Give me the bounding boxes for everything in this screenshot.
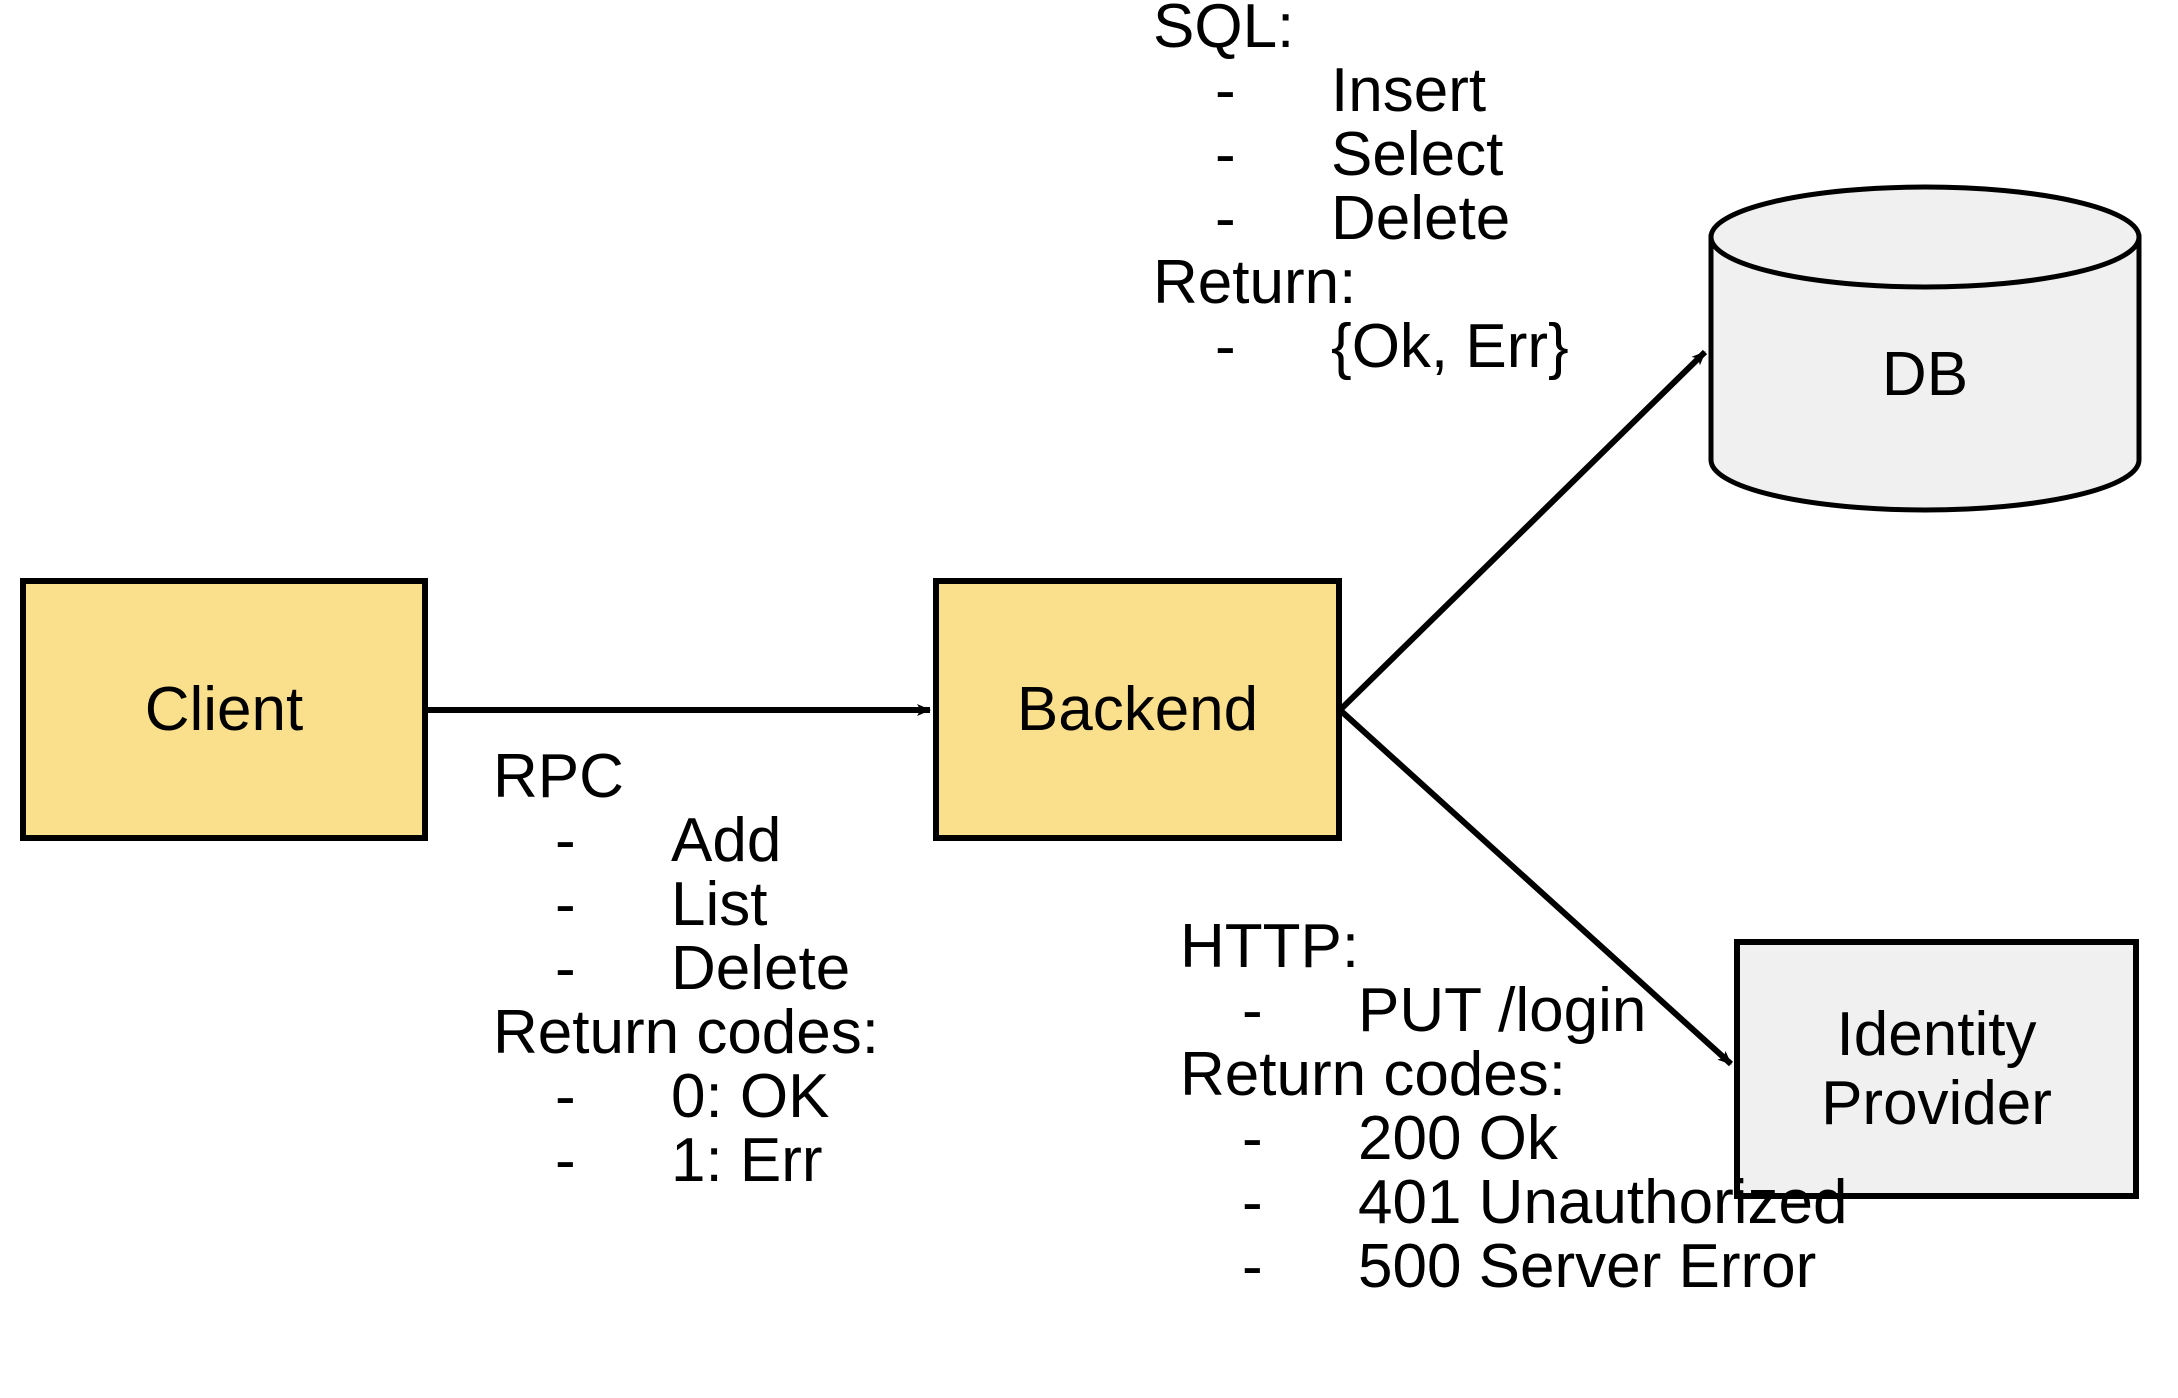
annotation-http-subitem: . - 200 Ok [1180, 1107, 1566, 1171]
annotation-http-item: . - PUT /login [1180, 976, 1646, 1045]
annotation-http-subitem: . - 500 Server Error [1180, 1232, 1816, 1301]
annotation-sql-item: . - Delete [1153, 184, 1510, 253]
annotation-http-subitem-label: 401 Unauthorized [1358, 1168, 1848, 1237]
annotation-rpc-subheading: Return codes: [493, 998, 879, 1067]
annotation-rpc-subitem-label: 0: OK [671, 1062, 830, 1131]
annotation-sql-subitem: . - {Ok, Err} [1153, 312, 1569, 381]
annotation-rpc-item: . - Add [493, 809, 879, 873]
node-identity-provider-shape[interactable] [1734, 939, 2139, 1199]
annotation-sql-item-label: Insert [1331, 56, 1487, 125]
bullet-dash-icon: - [555, 806, 576, 875]
bullet-dash-icon: - [1215, 184, 1236, 253]
bullet-dash-icon: - [1215, 56, 1236, 125]
annotation-sql-item-label: Select [1331, 120, 1504, 189]
annotation-http-subheading: Return codes: [1180, 1040, 1566, 1109]
annotation-sql: SQL: . - Insert . - Select . - Delete Re… [1153, 0, 1569, 381]
annotation-rpc: RPC . - Add . - List . - Delete Return c… [493, 745, 879, 1193]
annotation-rpc-item: . - Delete [493, 937, 879, 1001]
node-db-shape[interactable] [1708, 184, 2142, 513]
annotation-http-heading: HTTP: [1180, 912, 1360, 981]
node-client-shape[interactable] [20, 578, 428, 841]
annotation-sql-item: . - Insert [1153, 56, 1486, 125]
annotation-http-item-label: PUT /login [1358, 976, 1647, 1045]
annotation-rpc-subitem-label: 1: Err [671, 1126, 823, 1195]
annotation-rpc-heading: RPC [493, 742, 624, 811]
bullet-dash-icon: - [1242, 976, 1263, 1045]
annotation-http-subitem-label: 500 Server Error [1358, 1232, 1817, 1301]
annotation-rpc-subitem: . - 0: OK [493, 1065, 879, 1129]
annotation-http-subitem: . - 401 Unauthorized [1180, 1168, 1847, 1237]
edge-backend-to-db [1337, 349, 1708, 713]
bullet-dash-icon: - [1242, 1104, 1263, 1173]
annotation-rpc-item-label: Delete [671, 934, 851, 1003]
bullet-dash-icon: - [555, 870, 576, 939]
bullet-dash-icon: - [555, 1126, 576, 1195]
edge-backend-to-identity-provider [1337, 707, 1734, 1067]
annotation-sql-heading: SQL: [1153, 0, 1295, 61]
annotation-rpc-item-label: Add [671, 806, 782, 875]
annotation-rpc-item-label: List [671, 870, 768, 939]
node-backend-shape[interactable] [933, 578, 1342, 841]
annotation-http-subitem-label: 200 Ok [1358, 1104, 1558, 1173]
annotation-rpc-subitem: . - 1: Err [493, 1129, 879, 1193]
bullet-dash-icon: - [555, 1062, 576, 1131]
bullet-dash-icon: - [1215, 312, 1236, 381]
annotation-sql-item: . - Select [1153, 120, 1503, 189]
bullet-dash-icon: - [1215, 120, 1236, 189]
annotation-http: HTTP: . - PUT /login Return codes: . - 2… [1180, 912, 1847, 1301]
annotation-sql-subheading: Return: [1153, 248, 1357, 317]
bullet-dash-icon: - [1242, 1168, 1263, 1237]
bullet-dash-icon: - [555, 934, 576, 1003]
bullet-dash-icon: - [1242, 1232, 1263, 1301]
annotation-sql-item-label: Delete [1331, 184, 1511, 253]
annotation-rpc-item: . - List [493, 873, 879, 937]
annotation-sql-subitem-label: {Ok, Err} [1331, 312, 1569, 381]
